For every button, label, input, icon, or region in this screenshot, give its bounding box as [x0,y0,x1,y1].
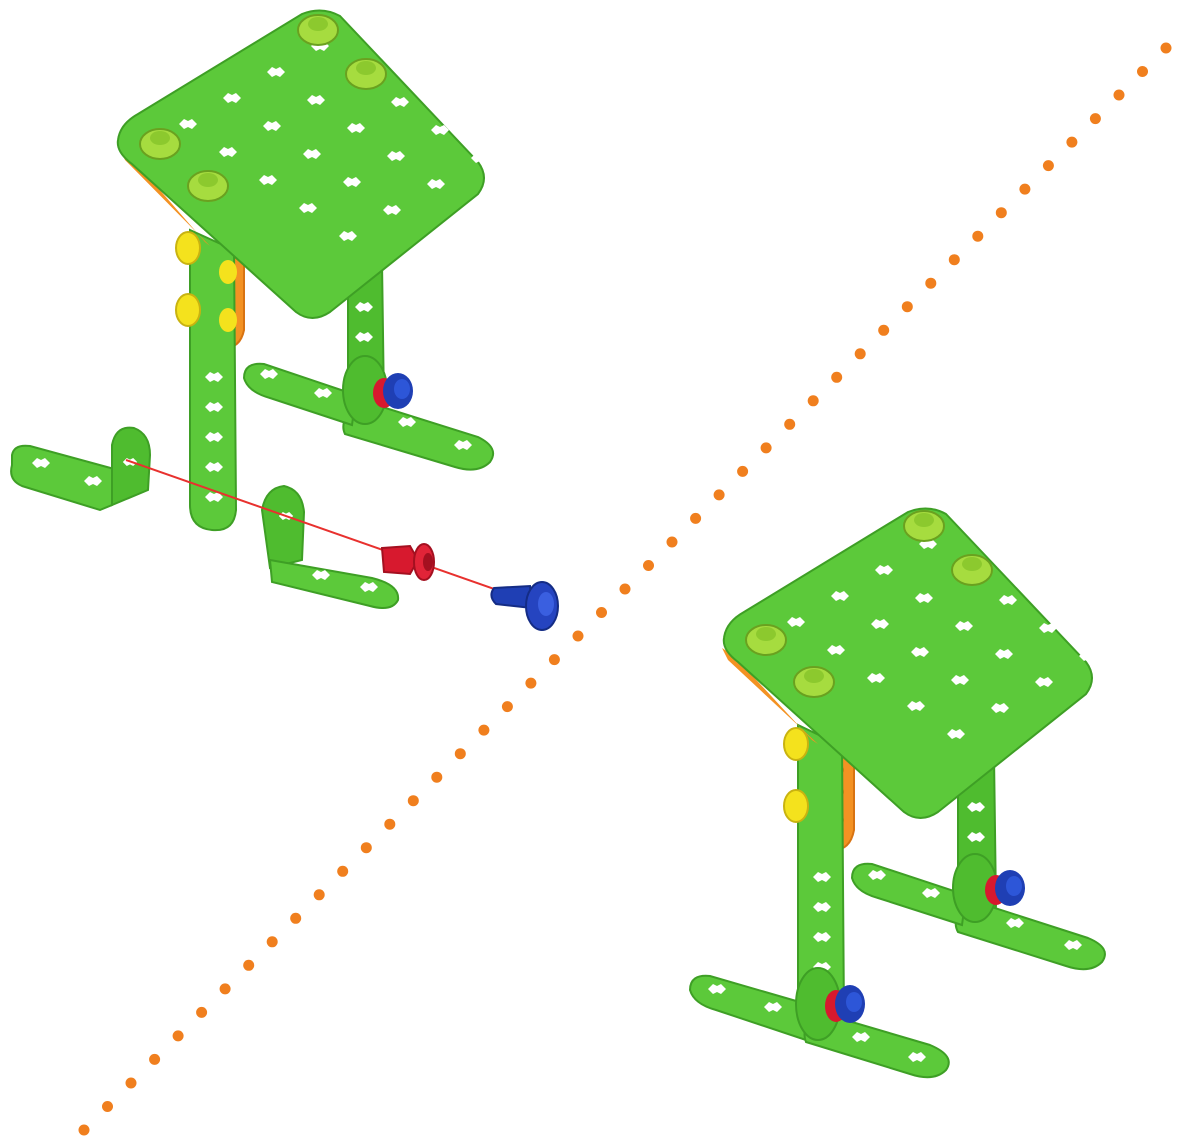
plate-hole [963,513,981,523]
knob-icon [784,790,808,822]
divider-dot [102,1101,113,1112]
divider-dot [737,466,748,477]
divider-dot [290,913,301,924]
divider-dot [996,207,1007,218]
bolt-head-icon [346,59,386,89]
divider-dot [1043,160,1054,171]
divider-dot [149,1054,160,1065]
bolt-head-icon [952,555,992,585]
divider-dot [173,1030,184,1041]
knob-icon [784,728,808,760]
divider-dot [1137,66,1148,77]
divider-dot [549,654,560,665]
plate-hole [515,127,533,137]
divider-dot [1114,90,1125,101]
plate-hole [395,43,413,53]
knob-icon [176,232,200,264]
bolt-head-icon [140,129,180,159]
rear-joint [953,854,1025,922]
angle-foot-exploded-left [11,428,150,510]
divider-dot [925,278,936,289]
plate-hole [355,15,373,25]
square-plate-top [722,508,1141,818]
divider-dot [431,772,442,783]
divider-dot [243,960,254,971]
divider-dot [667,537,678,548]
divider-dot [267,936,278,947]
bolt-head-icon [188,171,228,201]
divider-dot [1066,137,1077,148]
divider-dot [314,889,325,900]
red-connector-exploded [382,544,434,580]
divider-dot [478,725,489,736]
divider-dot [620,584,631,595]
divider-dot [126,1078,137,1089]
plate-hole [1043,569,1061,579]
divider-dot [408,795,419,806]
blue-screw-exploded [491,582,558,630]
angle-foot-exploded-right [262,486,398,608]
divider-dot [596,607,607,618]
divider-dot [972,231,983,242]
bolt-head-icon [298,15,338,45]
angle-foot-front-left [690,976,810,1040]
plate-hole [1123,625,1141,635]
plate-hole [435,71,453,81]
plate-hole [1083,597,1101,607]
bolt-head-icon [904,511,944,541]
angle-foot-rear-left [852,864,966,925]
bolt-head-icon [794,667,834,697]
divider-dot [573,631,584,642]
step-2-assembled-view [690,508,1141,1077]
divider-dot [1019,184,1030,195]
divider-dot [502,701,513,712]
divider-dot [361,842,372,853]
step-1-exploded-view [11,10,558,630]
plate-hole [475,99,493,109]
plate-hole [1003,541,1021,551]
divider-dot [808,395,819,406]
divider-dot [220,983,231,994]
divider-dot [384,819,395,830]
divider-dot [855,348,866,359]
square-plate-top [118,10,533,318]
divider-dot [337,866,348,877]
divider-dot [878,325,889,336]
divider-dot [949,254,960,265]
divider-dot [455,748,466,759]
divider-dot [690,513,701,524]
divider-dot [196,1007,207,1018]
divider-dot [1161,43,1172,54]
divider-dot [714,489,725,500]
divider-dot [643,560,654,571]
divider-dot [525,678,536,689]
divider-dot [831,372,842,383]
divider-dot [79,1125,90,1136]
bolt-head-icon [746,625,786,655]
angle-foot-rear-left [244,364,356,425]
divider-dot [1090,113,1101,124]
divider-dot [761,442,772,453]
knob-icon [176,294,200,326]
divider-dot [784,419,795,430]
divider-dot [902,301,913,312]
